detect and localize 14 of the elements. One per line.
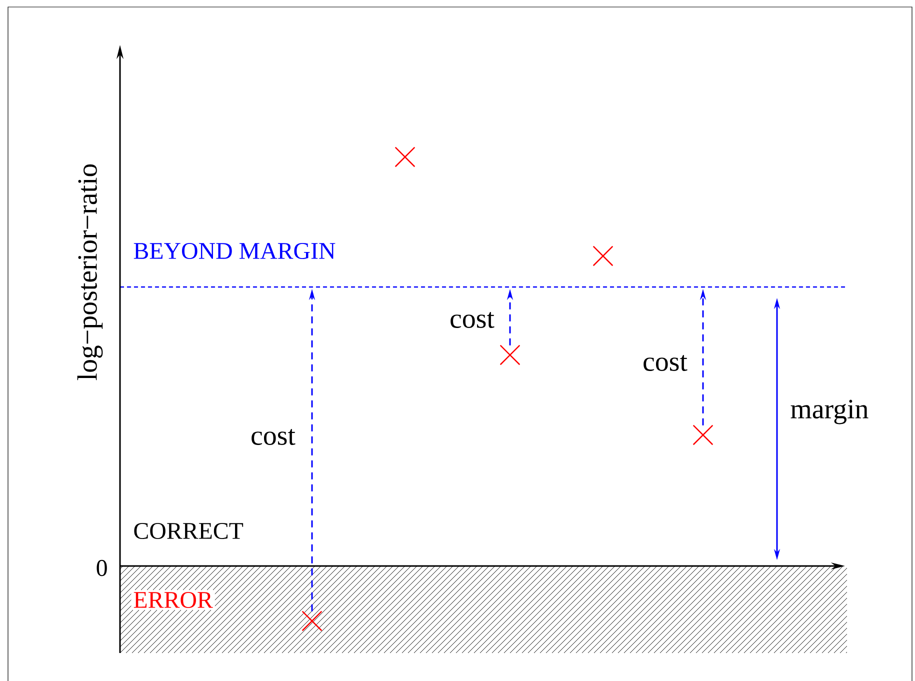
data-point [394, 146, 416, 168]
tick-label: 0 [96, 560, 107, 576]
edge-label: cost [448, 311, 496, 329]
edge-label: cost [250, 428, 296, 446]
dimension-label: margin [790, 400, 868, 424]
edge-label: cost [642, 354, 688, 372]
data-point [692, 424, 714, 446]
data-point [592, 246, 614, 266]
data-point [500, 344, 520, 366]
axis-label: log−posterior−ratio [77, 164, 103, 380]
region-label: BEYOND MARGIN [134, 242, 336, 260]
region-label: CORRECT [134, 522, 244, 540]
data-point [302, 610, 322, 632]
region-label: ERROR [131, 590, 215, 610]
